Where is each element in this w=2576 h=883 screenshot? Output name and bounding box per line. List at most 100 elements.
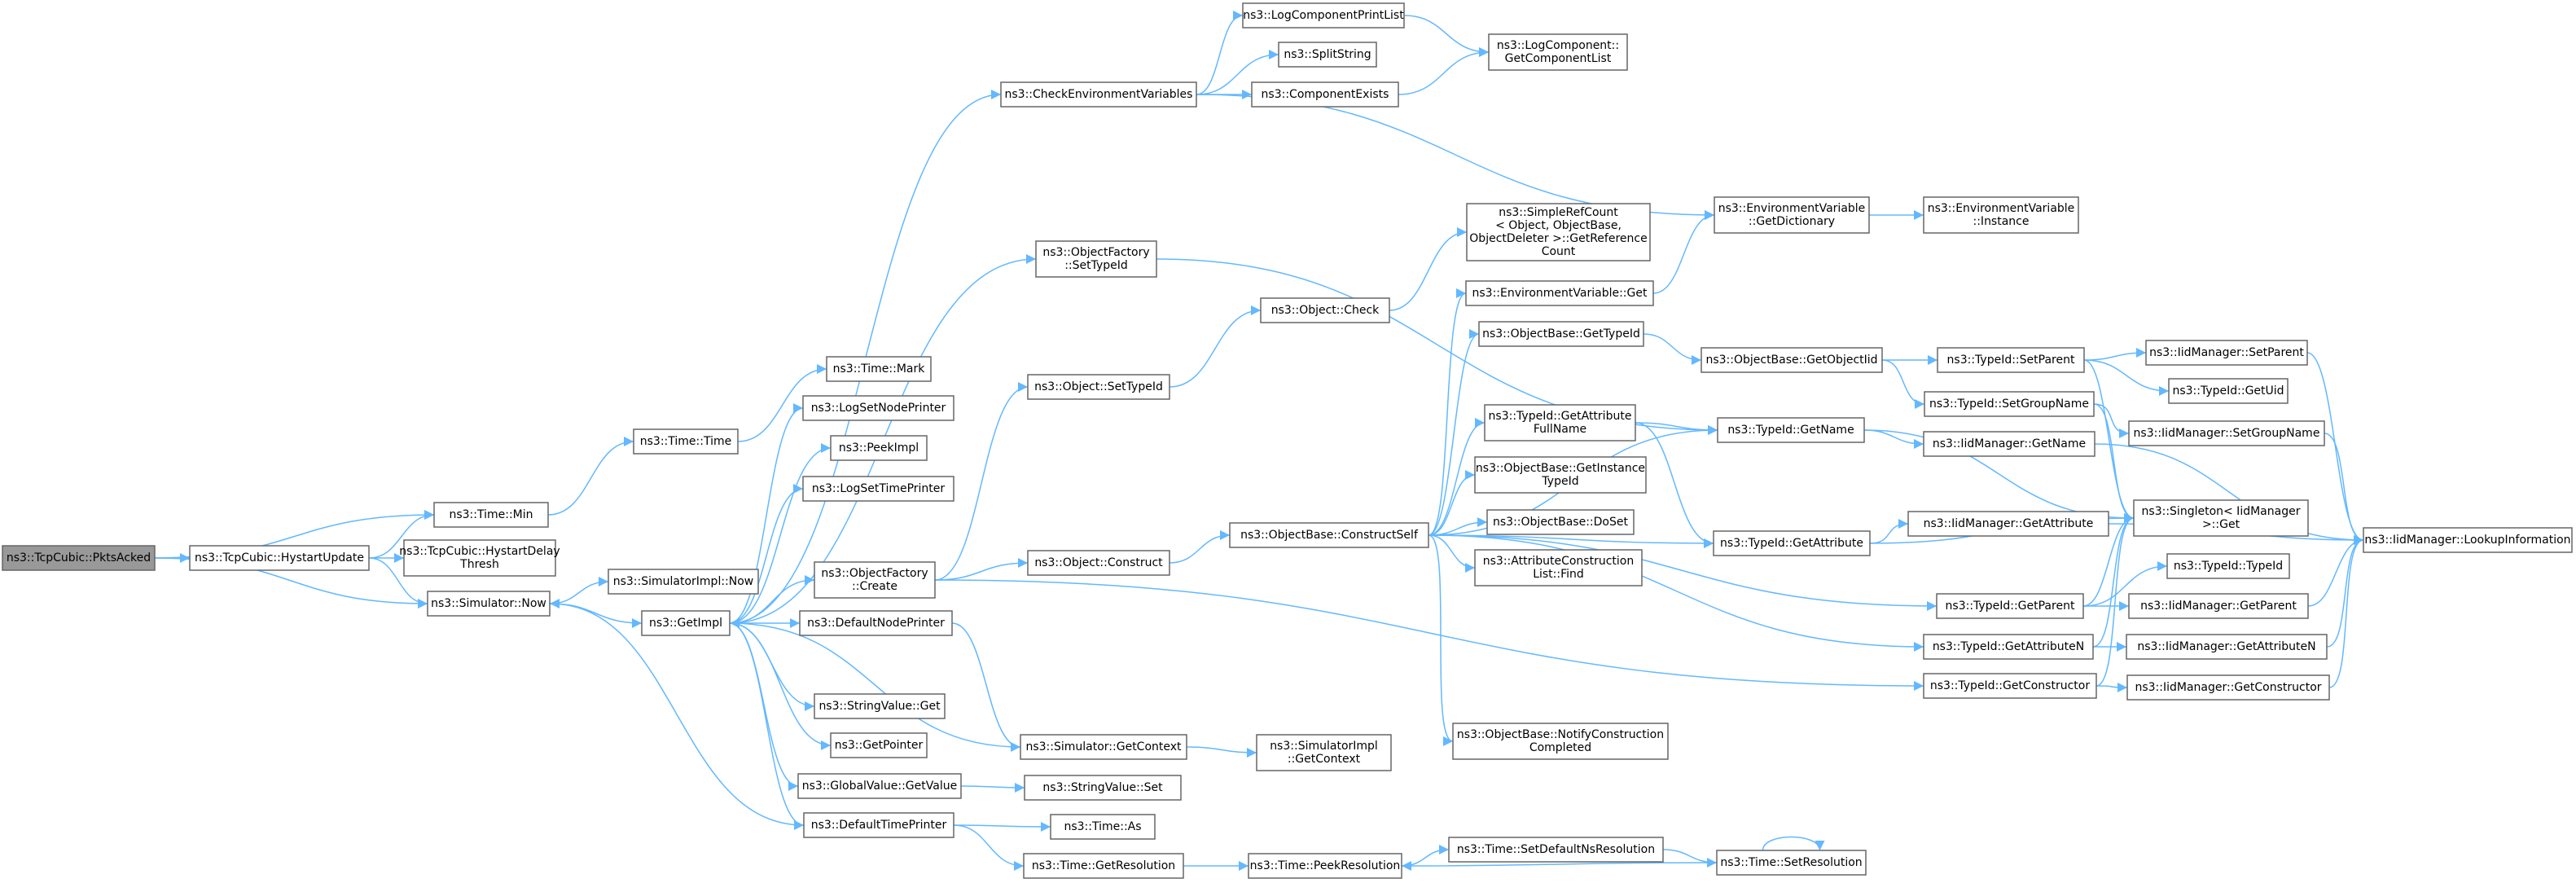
node-objbasenotify[interactable]: ns3::ObjectBase::NotifyConstructionCompl…: [1452, 723, 1669, 760]
node-label: ns3::ComponentExists: [1262, 88, 1389, 101]
edge-getimpl-to-peekimpl: [729, 443, 832, 624]
node-singletonget[interactable]: ns3::Singleton< IidManager>::Get: [2133, 499, 2309, 537]
node-defnodeprinter[interactable]: ns3::DefaultNodePrinter: [799, 610, 953, 636]
node-label: ns3::Time::SetDefaultNsResolution: [1457, 843, 1655, 856]
node-typeidgetparent[interactable]: ns3::TypeId::GetParent: [1936, 593, 2084, 619]
node-checkenv[interactable]: ns3::CheckEnvironmentVariables: [1000, 81, 1197, 108]
node-objbasedoset[interactable]: ns3::ObjectBase::DoSet: [1486, 509, 1635, 535]
node-objconstruct[interactable]: ns3::Object::Construct: [1027, 550, 1170, 576]
node-timemark[interactable]: ns3::Time::Mark: [826, 356, 932, 382]
edge-getimpl-to-deftimeprinter: [729, 622, 805, 830]
node-iidmgrgetname[interactable]: ns3::IidManager::GetName: [1923, 431, 2095, 457]
node-typeidgetuid[interactable]: ns3::TypeId::GetUid: [2168, 378, 2289, 404]
node-gvgetvalue[interactable]: ns3::GlobalValue::GetValue: [797, 773, 962, 799]
node-box: [1027, 550, 1170, 576]
node-typeidtypeid[interactable]: ns3::TypeId::TypeId: [2166, 553, 2290, 579]
node-simimplnow[interactable]: ns3::SimulatorImpl::Now: [608, 569, 759, 595]
node-iidmgrgetattrn[interactable]: ns3::IidManager::GetAttributeN: [2126, 634, 2328, 660]
node-objbasegettypeid[interactable]: ns3::ObjectBase::GetTypeId: [1478, 321, 1644, 347]
node-logtimeprinter[interactable]: ns3::LogSetTimePrinter: [802, 476, 954, 502]
node-iidmgrsetparent[interactable]: ns3::IidManager::SetParent: [2145, 340, 2308, 366]
node-objbasegetobjtid[interactable]: ns3::ObjectBase::GetObjectIid: [1701, 347, 1883, 373]
node-simgetcontext[interactable]: ns3::Simulator::GetContext: [1020, 734, 1187, 760]
node-iidmgrlookup[interactable]: ns3::IidManager::LookupInformation: [2363, 527, 2573, 553]
node-timeas[interactable]: ns3::Time::As: [1050, 814, 1156, 840]
node-iidmgrgetparent[interactable]: ns3::IidManager::GetParent: [2128, 593, 2309, 619]
node-envvarinstance[interactable]: ns3::EnvironmentVariable::Instance: [1923, 196, 2079, 234]
edge-objbaseconstruct-to-attrconstlist: [1428, 534, 1476, 573]
node-label: ns3::IidManager::SetParent: [2149, 346, 2304, 359]
node-splitstring[interactable]: ns3::SplitString: [1278, 42, 1377, 68]
node-label: ns3::Time::As: [1064, 820, 1141, 833]
node-root[interactable]: ns3::TcpCubic::PktsAcked: [2, 545, 156, 571]
node-timemin[interactable]: ns3::Time::Min: [433, 502, 549, 528]
node-box: [1050, 814, 1156, 840]
node-logcompgetlist[interactable]: ns3::LogComponent::GetComponentList: [1488, 33, 1628, 71]
node-typeidgetattrn[interactable]: ns3::TypeId::GetAttributeN: [1923, 634, 2094, 660]
node-typeidgetattr[interactable]: ns3::TypeId::GetAttribute: [1713, 530, 1871, 556]
node-typeidsetgroup[interactable]: ns3::TypeId::SetGroupName: [1924, 391, 2095, 417]
node-box: [1023, 853, 1184, 879]
edge-getimpl-to-objfactcreate: [729, 575, 815, 624]
edge-objcheck-to-simplerefcount: [1389, 227, 1468, 311]
node-label: ns3::TcpCubic::PktsAcked: [7, 551, 151, 565]
node-objsettypeid[interactable]: ns3::Object::SetTypeId: [1027, 374, 1170, 400]
node-typeidgetname[interactable]: ns3::TypeId::GetName: [1717, 417, 1865, 443]
node-label: ns3::TypeId::GetParent: [1946, 600, 2075, 613]
node-timesetres[interactable]: ns3::Time::SetResolution: [1716, 850, 1867, 876]
node-simplerefcount[interactable]: ns3::SimpleRefCount< Object, ObjectBase,…: [1466, 203, 1651, 261]
node-iidmgrgetattr[interactable]: ns3::IidManager::GetAttribute: [1907, 511, 2109, 537]
node-objcheck[interactable]: ns3::Object::Check: [1260, 297, 1390, 323]
node-strvalget[interactable]: ns3::StringValue::Get: [814, 693, 946, 719]
node-objbaseconstruct[interactable]: ns3::ObjectBase::ConstructSelf: [1229, 522, 1429, 548]
node-envvargetdict[interactable]: ns3::EnvironmentVariable::GetDictionary: [1714, 196, 1870, 234]
node-timepeekres[interactable]: ns3::Time::PeekResolution: [1248, 853, 1402, 879]
node-box: [2166, 553, 2290, 579]
edge-objfactcreate-to-objsettypeid: [934, 382, 1029, 581]
node-iidmgrgetctor[interactable]: ns3::IidManager::GetConstructor: [2126, 674, 2330, 701]
node-iidmgrsetgroup[interactable]: ns3::IidManager::SetGroupName: [2128, 420, 2325, 446]
node-getimpl[interactable]: ns3::GetImpl: [641, 610, 731, 636]
node-peekimpl[interactable]: ns3::PeekImpl: [830, 435, 928, 461]
node-lognodeprinter[interactable]: ns3::LogSetNodePrinter: [802, 395, 954, 421]
edge-iidmgrsetparent-to-iidmgrlookup: [2306, 352, 2364, 545]
node-timegetres[interactable]: ns3::Time::GetResolution: [1023, 853, 1184, 879]
node-box: [1714, 196, 1870, 234]
node-compexists[interactable]: ns3::ComponentExists: [1251, 81, 1399, 108]
node-typeidsetparent[interactable]: ns3::TypeId::SetParent: [1937, 347, 2085, 373]
node-objfactsettypeid[interactable]: ns3::ObjectFactory::SetTypeId: [1035, 240, 1157, 278]
node-getpointer[interactable]: ns3::GetPointer: [830, 732, 928, 758]
node-label: ns3::Object::Check: [1271, 304, 1380, 317]
node-box: [1924, 391, 2095, 417]
node-label: ns3::IidManager::GetAttributeN: [2137, 640, 2315, 653]
node-box: [830, 732, 928, 758]
edge-simnow-to-getimpl: [549, 603, 643, 628]
node-simimplgetctx[interactable]: ns3::SimulatorImpl::GetContext: [1256, 734, 1392, 771]
node-simnow[interactable]: ns3::Simulator::Now: [427, 591, 551, 617]
node-label: ns3::SplitString: [1284, 48, 1371, 61]
node-box: [1923, 196, 2079, 234]
node-box: [802, 395, 954, 421]
edge-timesetres-to-timesetres: [1762, 836, 1825, 851]
node-typeidgetctor[interactable]: ns3::TypeId::GetConstructor: [1923, 673, 2097, 699]
node-box: [2363, 527, 2573, 553]
node-timesetdefns[interactable]: ns3::Time::SetDefaultNsResolution: [1448, 837, 1664, 863]
node-hystart[interactable]: ns3::TcpCubic::HystartUpdate: [189, 545, 370, 571]
node-label: ns3::TypeId::SetGroupName: [1929, 398, 2089, 411]
node-envvarget[interactable]: ns3::EnvironmentVariable::Get: [1465, 280, 1654, 306]
node-label: ns3::TypeId::GetAttribute: [1489, 410, 1632, 423]
node-label: ::Create: [852, 580, 897, 593]
node-objfactcreate[interactable]: ns3::ObjectFactory::Create: [814, 561, 936, 599]
node-strvalset[interactable]: ns3::StringValue::Set: [1024, 775, 1182, 801]
node-box: [1717, 417, 1865, 443]
node-logcompprint[interactable]: ns3::LogComponentPrintList: [1242, 2, 1405, 29]
node-timetime[interactable]: ns3::Time::Time: [633, 428, 739, 455]
node-deftimeprinter[interactable]: ns3::DefaultTimePrinter: [803, 812, 954, 838]
node-label: ns3::IidManager::GetAttribute: [1924, 517, 2094, 530]
node-box: [1452, 723, 1669, 760]
